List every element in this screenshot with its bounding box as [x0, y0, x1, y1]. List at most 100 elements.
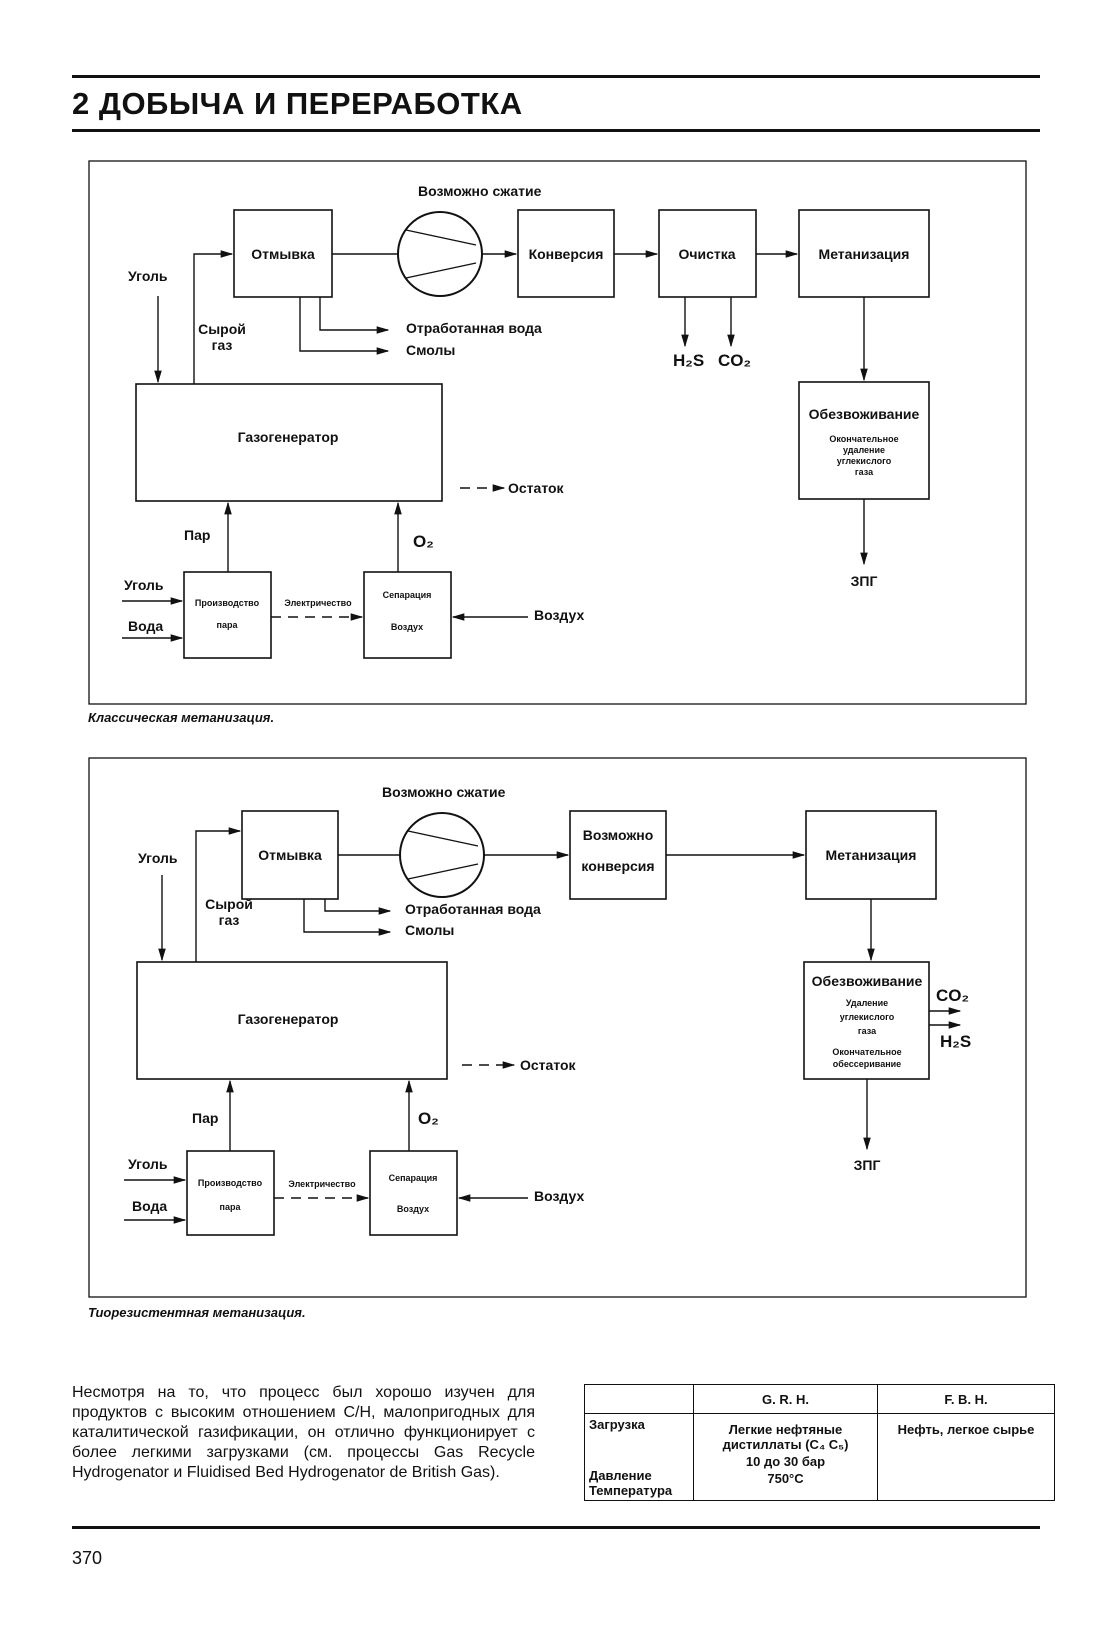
gasifier-label: Газогенератор [238, 429, 339, 445]
compression-label: Возможно сжатие [382, 784, 506, 800]
grh-load-1: Легкие нефтяные [728, 1422, 843, 1437]
page-number: 370 [72, 1548, 103, 1568]
methanation-box [798, 209, 930, 298]
air-separation-label-1: Сепарация [389, 1173, 438, 1183]
dehydration-box [798, 381, 930, 500]
tars-label: Смолы [406, 342, 455, 358]
steam-production-box [186, 1150, 275, 1236]
diagram-frame [88, 160, 1027, 705]
h2s-label: H₂S [673, 351, 704, 370]
gasifier-label: Газогенератор [238, 1011, 339, 1027]
waste-water-label: Отработанная вода [405, 901, 541, 917]
bottom-rule [72, 1526, 1040, 1529]
methanation-label: Метанизация [819, 246, 910, 262]
coal-input-label: Уголь [128, 1156, 168, 1172]
steam-production-box [183, 571, 272, 659]
tars-label: Смолы [405, 922, 454, 938]
grh-load-2: дистиллаты (C₄ C₅) [722, 1437, 849, 1452]
dehydration-note-2: удаление [843, 445, 885, 455]
washing-label: Отмывка [258, 847, 322, 863]
diagram-frame [88, 757, 1027, 1298]
electricity-label: Электричество [284, 598, 352, 608]
grh-pressure: 10 до 30 бар [745, 1454, 826, 1469]
sng-label: ЗПГ [854, 1157, 881, 1173]
water-input-label: Вода [132, 1198, 167, 1214]
dehydration-note-1: Удаление [846, 998, 888, 1008]
steam-production-label-1: Производство [195, 598, 260, 608]
electricity-label: Электричество [288, 1179, 356, 1189]
methanation-label: Метанизация [826, 847, 917, 863]
dehydration-note-3: углекислого [837, 456, 892, 466]
diagram-classic-methanation: Возможно сжатие Отмывка Конверсия Очистк… [88, 160, 1028, 706]
air-separation-box [369, 1150, 458, 1236]
sng-label: ЗПГ [851, 573, 878, 589]
residue-label: Остаток [508, 480, 565, 496]
raw-gas-label-1: Сырой [198, 321, 246, 337]
co2-label: CO₂ [936, 986, 969, 1005]
h2s-label: H₂S [940, 1032, 971, 1051]
steam-label: Пар [184, 527, 210, 543]
table-header-grh: G. R. H. [693, 1384, 878, 1414]
grh-values-cell: Легкие нефтяные дистиллаты (C₄ C₅) 10 до… [693, 1413, 878, 1501]
raw-gas-label-2: газ [219, 912, 240, 928]
row-labels-cell: Загрузка Давление Температура [584, 1413, 694, 1501]
gasifier-box [135, 383, 443, 502]
dehydration-note-5: обессеривание [833, 1059, 901, 1069]
table-row: Загрузка Давление Температура Легкие неф… [584, 1413, 1055, 1501]
air-separation-label-1: Сепарация [383, 590, 432, 600]
washing-box [233, 209, 333, 298]
table-header-row: G. R. H. F. B. H. [584, 1384, 1055, 1414]
row-label-pressure: Давление [589, 1468, 652, 1483]
process-comparison-table: G. R. H. F. B. H. Загрузка Давление Темп… [584, 1384, 1055, 1501]
coal-label: Уголь [128, 268, 168, 284]
compression-label: Возможно сжатие [418, 183, 542, 199]
dehydration-label: Обезвоживание [809, 406, 920, 422]
coal-label: Уголь [138, 850, 178, 866]
air-separation-label-2: Воздух [391, 622, 423, 632]
dehydration-label: Обезвоживание [812, 973, 923, 989]
gasifier-box [136, 961, 448, 1080]
dehydration-note-3: газа [858, 1026, 877, 1036]
steam-label: Пар [192, 1110, 218, 1126]
water-input-label: Вода [128, 618, 163, 634]
compressor-icon [399, 812, 485, 898]
grh-temperature: 750°C [767, 1471, 804, 1486]
coal-input-label: Уголь [124, 577, 164, 593]
steam-production-label-2: пара [220, 1202, 242, 1212]
diagram-thioresistant-methanation: Возможно сжатие Отмывка Возможно конверс… [88, 757, 1028, 1299]
caption-thioresistant: Тиорезистентная метанизация. [88, 1305, 306, 1320]
steam-production-label-1: Производство [198, 1178, 263, 1188]
raw-gas-label-2: газ [212, 337, 233, 353]
table-header-fbh: F. B. H. [877, 1384, 1055, 1414]
dehydration-note-2: углекислого [840, 1012, 895, 1022]
methanation-box [805, 810, 937, 900]
residue-label: Остаток [520, 1057, 577, 1073]
diagram-classic-svg: Возможно сжатие Отмывка Конверсия Очистк… [88, 160, 1027, 705]
air-input-label: Воздух [534, 1188, 584, 1204]
waste-water-label: Отработанная вода [406, 320, 542, 336]
washing-label: Отмывка [251, 246, 315, 262]
air-input-label: Воздух [534, 607, 584, 623]
o2-label: O₂ [413, 532, 434, 551]
compressor-icon [397, 211, 483, 297]
raw-gas-label-1: Сырой [205, 896, 253, 912]
fbh-values-cell: Нефть, легкое сырье [877, 1413, 1055, 1501]
air-separation-label-2: Воздух [397, 1204, 429, 1214]
co2-label: CO₂ [718, 351, 751, 370]
steam-production-label-2: пара [217, 620, 239, 630]
possible-conversion-label-2: конверсия [581, 858, 654, 874]
title-underline [72, 129, 1040, 132]
dehydration-note-4: Окончательное [832, 1047, 901, 1057]
row-label-temperature: Температура [589, 1483, 673, 1498]
dehydration-note-4: газа [855, 467, 874, 477]
caption-classic: Классическая метанизация. [88, 710, 275, 725]
body-paragraph: Несмотря на то, что процесс был хорошо и… [72, 1384, 535, 1481]
diagram-thioresistant-svg: Возможно сжатие Отмывка Возможно конверс… [88, 757, 1027, 1298]
page-title: 2 ДОБЫЧА И ПЕРЕРАБОТКА [72, 86, 523, 121]
air-separation-box [363, 571, 452, 659]
o2-label: O₂ [418, 1109, 439, 1128]
table-header-empty [584, 1384, 694, 1414]
cleaning-label: Очистка [678, 246, 735, 262]
dehydration-note-1: Окончательное [829, 434, 898, 444]
cleaning-box [658, 209, 757, 298]
